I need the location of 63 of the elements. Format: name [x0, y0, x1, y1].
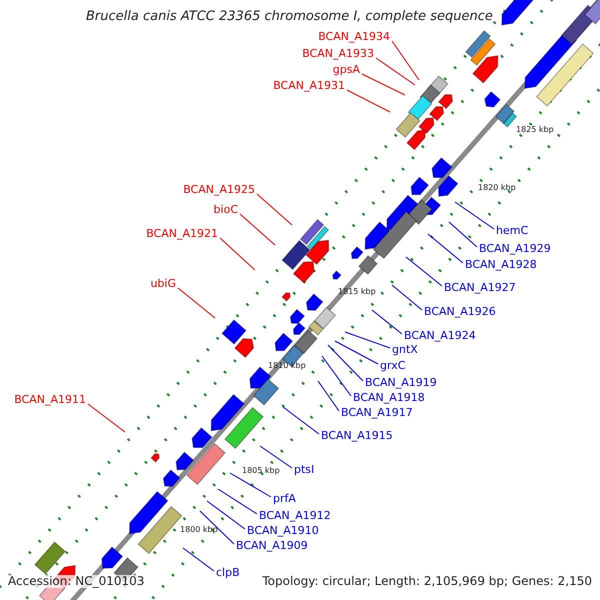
- gene-label: clpB: [216, 566, 240, 579]
- gene-label: BCAN_A1917: [341, 406, 413, 419]
- scale-label: 1815 kbp: [338, 286, 376, 298]
- leader-line: [318, 380, 340, 412]
- accession-text: Accession: NC_010103: [8, 575, 144, 588]
- leader-line: [392, 284, 422, 310]
- gene-label: ptsI: [294, 463, 314, 476]
- gene-label: prfA: [273, 492, 296, 505]
- gene-label: BCAN_A1911: [14, 393, 86, 406]
- leader-line: [454, 202, 494, 230]
- leader-line: [344, 332, 390, 348]
- leader-line: [334, 340, 378, 364]
- leader-line: [88, 404, 126, 432]
- scale-label: 1805 kbp: [242, 465, 280, 477]
- gene-label: bioC: [214, 203, 238, 216]
- gene-label: gpsA: [332, 63, 360, 76]
- leader-line: [230, 472, 272, 498]
- gene-label: BCAN_A1927: [444, 281, 516, 294]
- gene-label: BCAN_A1929: [479, 242, 551, 255]
- gene-label: BCAN_A1933: [302, 47, 374, 60]
- leader-line: [206, 500, 246, 530]
- scale-label: 1800 kbp: [180, 524, 218, 536]
- leader-line: [362, 74, 406, 96]
- gene-label: ubiG: [150, 277, 176, 290]
- leader-line: [282, 406, 320, 434]
- gene-label: BCAN_A1910: [247, 524, 319, 537]
- gene-label: BCAN_A1926: [424, 305, 496, 318]
- scale-label: 1810 kbp: [268, 360, 306, 372]
- leader-line: [346, 90, 390, 112]
- leader-line: [182, 548, 214, 572]
- leader-line: [256, 194, 292, 226]
- leader-line: [328, 344, 364, 382]
- leader-line: [428, 234, 464, 264]
- leader-line: [376, 58, 416, 86]
- scale-label: 1820 kbp: [478, 182, 516, 194]
- gene-label: grxC: [380, 359, 406, 372]
- leader-line: [220, 238, 256, 270]
- leader-line: [392, 40, 420, 80]
- gene-label: BCAN_A1924: [404, 329, 476, 342]
- scale-label: 1825 kbp: [516, 124, 554, 136]
- gene-label: BCAN_A1921: [146, 227, 218, 240]
- leader-line: [240, 214, 276, 246]
- gene-label: BCAN_A1909: [236, 539, 308, 552]
- leader-line: [200, 510, 234, 544]
- leader-line: [260, 446, 292, 468]
- leader-line: [322, 356, 352, 396]
- title: Brucella canis ATCC 23365 chromosome I, complete sequence: [86, 10, 493, 23]
- gene-label: BCAN_A1925: [183, 183, 255, 196]
- gene-label: BCAN_A1934: [318, 30, 390, 43]
- leader-line: [218, 488, 258, 514]
- topology-text: Topology: circular; Length: 2,105,969 bp; Genes: 2,150: [262, 575, 592, 588]
- gene-label: BCAN_A1918: [353, 391, 425, 404]
- gene-label: gntX: [392, 343, 418, 356]
- gene-label: BCAN_A1931: [273, 79, 345, 92]
- gene-label: BCAN_A1928: [465, 258, 537, 271]
- gene-label: BCAN_A1915: [321, 429, 393, 442]
- gene-label: BCAN_A1919: [365, 376, 437, 389]
- gene-label: hemC: [496, 224, 528, 237]
- leader-line: [178, 288, 216, 318]
- leader-line: [372, 310, 402, 334]
- leader-line: [448, 222, 478, 248]
- gene-label: BCAN_A1912: [259, 509, 331, 522]
- leader-line: [406, 256, 442, 286]
